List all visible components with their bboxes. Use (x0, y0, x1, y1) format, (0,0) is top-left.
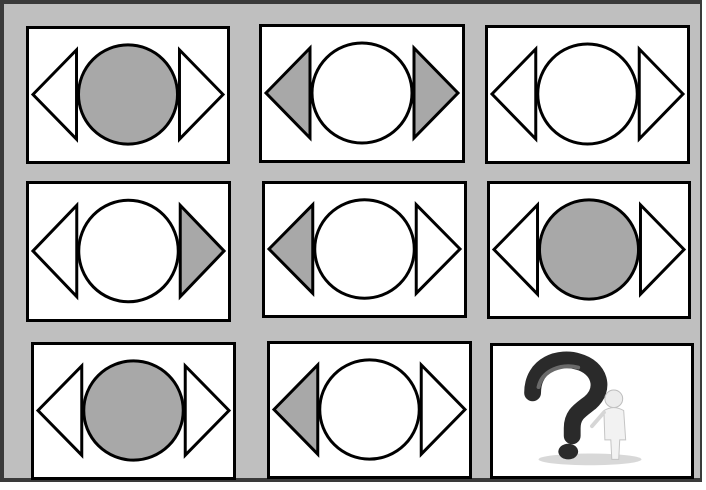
left-triangle-filled (266, 48, 310, 138)
left-triangle-empty (38, 366, 82, 455)
puzzle-cell-2 (259, 24, 465, 163)
left-triangle-empty (494, 205, 538, 294)
center-circle-empty (312, 43, 412, 143)
center-circle-filled (79, 45, 178, 144)
puzzle-cell-8 (267, 341, 472, 479)
right-triangle-filled (414, 48, 458, 138)
right-triangle-filled (180, 205, 224, 296)
puzzle-cell-1 (26, 26, 230, 164)
right-triangle-empty (421, 365, 465, 454)
left-triangle-empty (33, 205, 77, 296)
right-triangle-empty (179, 50, 223, 139)
center-circle-empty (320, 360, 420, 459)
center-circle-empty (315, 200, 415, 298)
answer-cell[interactable] (490, 343, 694, 479)
puzzle-cell-5 (262, 181, 467, 318)
right-triangle-empty (185, 366, 229, 455)
puzzle-cell-3 (485, 25, 690, 164)
right-triangle-empty (639, 49, 683, 139)
left-triangle-filled (274, 365, 318, 454)
center-circle-filled (540, 200, 639, 299)
right-triangle-empty (640, 205, 684, 294)
center-circle-empty (79, 200, 179, 302)
puzzle-cell-4 (26, 181, 231, 322)
center-circle-filled (84, 361, 184, 460)
center-circle-empty (538, 44, 638, 144)
left-triangle-filled (269, 205, 313, 294)
right-triangle-empty (416, 205, 460, 294)
puzzle-grid (0, 0, 702, 482)
puzzle-cell-6 (487, 181, 691, 319)
left-triangle-empty (33, 50, 77, 139)
left-triangle-empty (492, 49, 536, 139)
puzzle-cell-7 (31, 342, 236, 480)
question-mark-figure-icon (533, 360, 642, 465)
